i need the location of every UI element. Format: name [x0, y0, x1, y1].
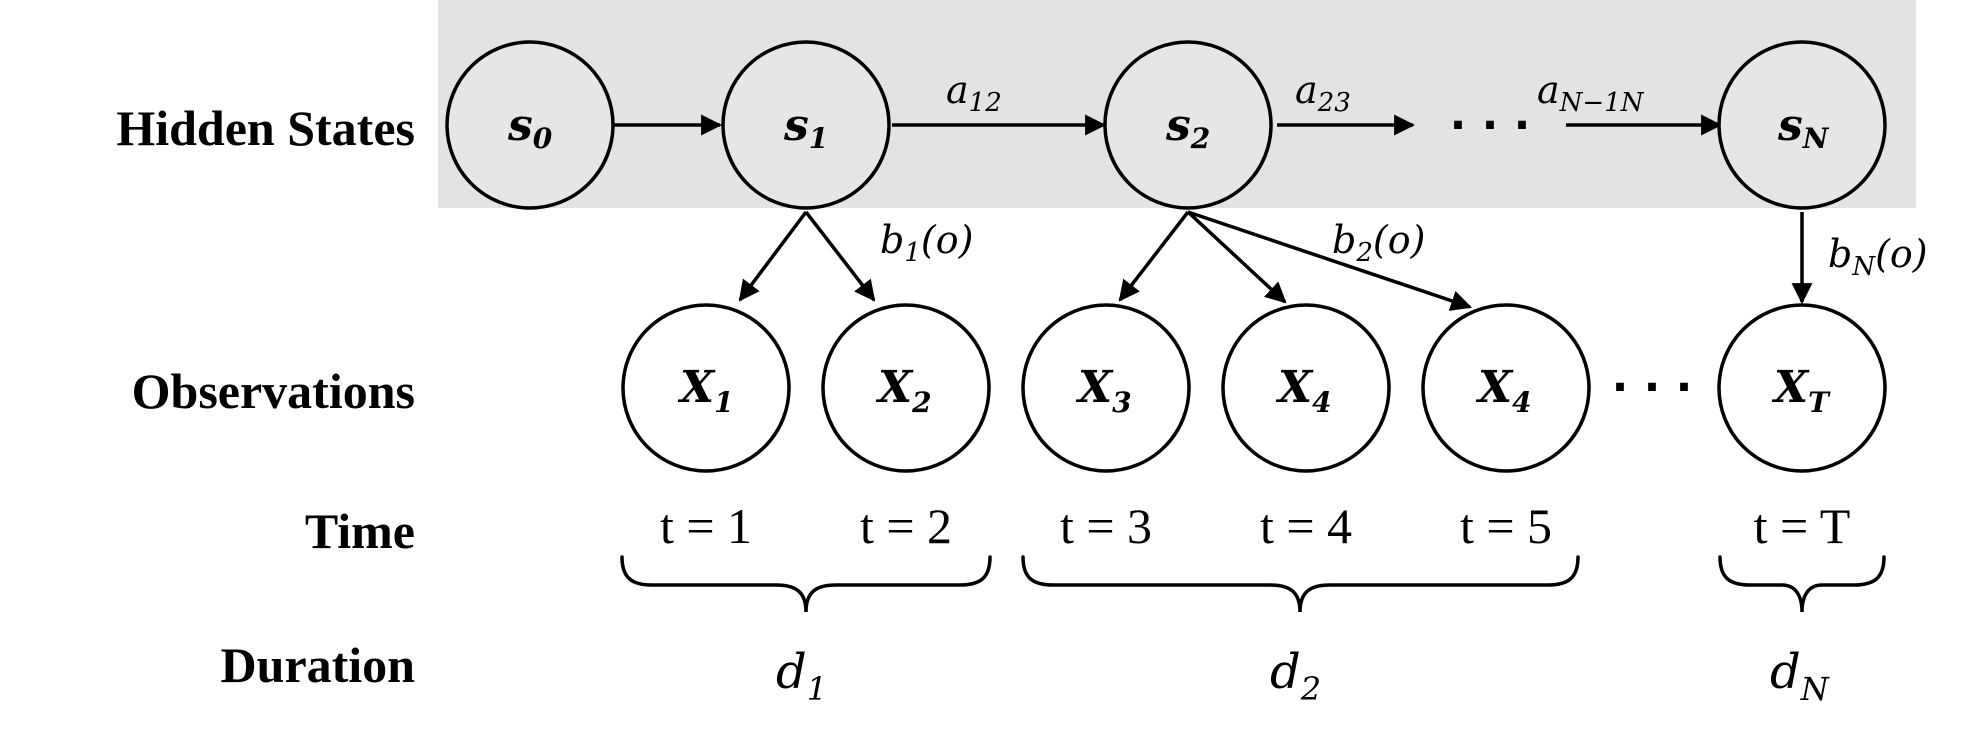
time-label-2: t = 2: [860, 498, 952, 554]
transition-label-a12: a12: [946, 68, 1002, 118]
row-label-duration: Duration: [221, 637, 416, 693]
edge-s1-x1: [738, 210, 808, 302]
state-node-s2: s2: [1103, 40, 1273, 210]
observation-node-x3: X3: [1021, 303, 1191, 473]
time-label-T: t = T: [1754, 498, 1851, 554]
svg-text:X1: X1: [677, 362, 734, 419]
time-label-5: t = 5: [1460, 498, 1552, 554]
transition-label-a23: a23: [1295, 68, 1351, 118]
duration-label-d2: d2: [1270, 644, 1321, 708]
emission-label-bN: bN(o): [1828, 232, 1928, 282]
observation-node-x2: X2: [821, 303, 991, 473]
emission-label-b2: b2(o): [1332, 218, 1425, 268]
duration-label-dN: dN: [1770, 644, 1830, 708]
edge-s2-x5: [1187, 210, 1472, 311]
svg-text:sN: sN: [1777, 100, 1830, 155]
state-node-sN: sN: [1717, 40, 1887, 210]
state-node-s1: s1: [721, 40, 891, 210]
observation-node-x4: X4: [1221, 303, 1391, 473]
time-label-4: t = 4: [1260, 498, 1352, 554]
svg-text:X3: X3: [1075, 362, 1132, 419]
svg-text:s0: s0: [507, 100, 553, 155]
row-label-hidden-states: Hidden States: [116, 100, 415, 156]
row-label-time: Time: [305, 503, 415, 559]
time-label-1: t = 1: [660, 498, 752, 554]
svg-text:X4: X4: [1275, 362, 1332, 419]
observation-node-x5: X4: [1421, 303, 1591, 473]
observation-node-x1: X1: [621, 303, 791, 473]
edge-s2-x4: [1186, 210, 1287, 304]
svg-text:s2: s2: [1165, 100, 1210, 155]
state-node-s0: s0: [445, 40, 615, 210]
row-label-observations: Observations: [132, 363, 415, 419]
svg-text:s1: s1: [783, 100, 828, 155]
observation-node-xT: XT: [1717, 303, 1887, 473]
hidden-states-ellipsis: · · ·: [1450, 100, 1531, 151]
svg-text:XT: XT: [1771, 362, 1831, 419]
edge-s1-x2: [804, 210, 876, 302]
emission-label-b1: b1(o): [880, 218, 973, 268]
duration-brace-1: [620, 555, 992, 613]
svg-text:X2: X2: [875, 362, 932, 419]
duration-label-d1: d1: [776, 644, 827, 708]
duration-brace-2: [1021, 555, 1580, 613]
edge-s2-x3: [1118, 210, 1190, 302]
duration-brace-N: [1718, 555, 1886, 613]
svg-text:X4: X4: [1475, 362, 1532, 419]
time-label-3: t = 3: [1060, 498, 1152, 554]
observations-ellipsis: · · ·: [1612, 362, 1693, 413]
transition-label-aN-1N: aN−1N: [1537, 68, 1645, 118]
